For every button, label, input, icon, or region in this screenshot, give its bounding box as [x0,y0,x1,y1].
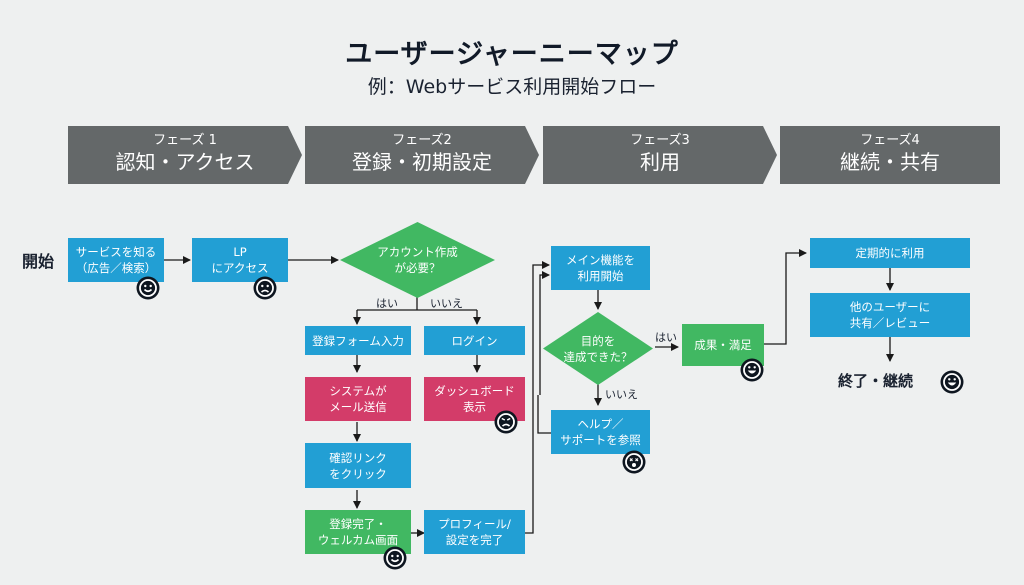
node-regular-use: 定期的に利用 [810,238,970,268]
node-system-mail: システムが メール送信 [305,377,411,421]
phase-title: 登録・初期設定 [352,150,492,174]
phase-number: フェーズ2 [392,133,452,148]
happy-icon [136,276,160,300]
start-label: 開始 [22,252,55,271]
phase-title: 継続・共有 [840,150,940,174]
node-confirm-link: 確認リンク をクリック [305,443,411,488]
node-main-feature: メイン機能を 利用開始 [551,246,650,290]
branch-label-goal-yes: はい [655,331,677,344]
phase-4: フェーズ4 継続・共有 [780,126,1000,184]
shocked-icon [622,450,646,474]
page-title: ユーザージャーニーマップ [345,39,679,70]
connector-dashboard-to-main [539,271,550,395]
node-help-support: ヘルプ／ サポートを参照 [551,410,650,454]
node-know-service: サービスを知る （広告／検索） [68,238,164,282]
node-profile-setup: プロフィール/ 設定を完了 [424,510,525,554]
angry-icon [494,410,518,434]
phase-title: 認知・アクセス [115,150,255,174]
end-label: 終了・継続 [838,372,914,390]
branch-label-goal-no: いいえ [605,388,638,401]
node-login: ログイン [424,326,525,355]
page-subtitle: 例：Webサービス利用開始フロー [367,76,657,98]
branch-label-yes: はい [376,297,398,310]
connector-help-to-main [537,395,551,434]
connector-profile-to-main [525,261,550,534]
phase-title: 利用 [640,150,680,174]
connector-result-to-regular [764,249,807,345]
node-register-form: 登録フォーム入力 [305,326,411,355]
phase-number: フェーズ3 [630,133,690,148]
grin-icon [740,358,764,382]
phase-3: フェーズ3 利用 [543,126,777,184]
phase-number: フェーズ 1 [153,133,217,148]
grin-icon [940,370,964,394]
node-access-lp: LP にアクセス [192,238,288,282]
branch-label-no: いいえ [430,297,463,310]
phase-2: フェーズ2 登録・初期設定 [305,126,539,184]
happy-icon [383,546,407,570]
sad-icon [253,276,277,300]
phase-1: フェーズ 1 認知・アクセス [68,126,302,184]
phase-number: フェーズ4 [860,133,920,148]
node-share-review: 他のユーザーに 共有／レビュー [810,293,970,337]
